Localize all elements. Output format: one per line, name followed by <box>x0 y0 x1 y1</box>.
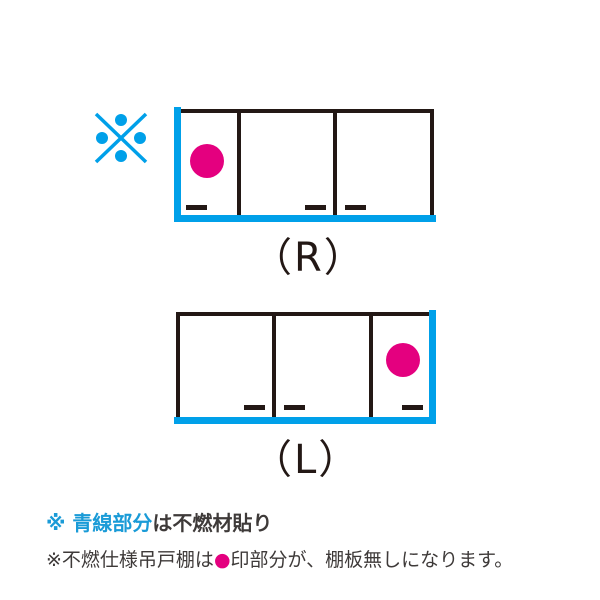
note-text-before: 不燃仕様吊戸棚は <box>61 549 214 571</box>
door-handle-icon <box>244 405 265 410</box>
cabinet-l-noncombustible-right <box>429 310 436 424</box>
door-handle-icon <box>402 405 423 410</box>
pink-dot-icon: ● <box>213 549 231 571</box>
cabinet-r-noncombustible-bottom <box>174 215 436 222</box>
note-no-shelf: ※不燃仕様吊戸棚は●印部分が、棚板無しになります。 <box>46 551 513 570</box>
no-shelf-marker-icon <box>190 144 224 178</box>
note-noncombustible: ※ 青線部分は不燃材貼り <box>46 513 272 533</box>
cabinet-r-divider <box>333 109 337 217</box>
note-text-after: 印部分が、棚板無しになります。 <box>230 549 514 571</box>
cabinet-r-label: （R） <box>252 235 366 281</box>
door-handle-icon <box>345 205 366 210</box>
door-handle-icon <box>305 205 326 210</box>
no-shelf-marker-icon <box>386 343 420 377</box>
reference-mark-icon <box>94 112 148 164</box>
cabinet-l-divider <box>369 312 373 420</box>
cabinet-l-divider <box>272 312 276 420</box>
door-handle-icon <box>284 405 305 410</box>
cabinet-r-divider <box>237 109 241 217</box>
cabinet-l-top-edge <box>176 312 432 316</box>
note-text: は不燃材貼り <box>152 511 273 535</box>
door-handle-icon <box>186 205 207 210</box>
cabinet-r-noncombustible-left <box>174 107 181 222</box>
cabinet-l-left-edge <box>176 312 180 420</box>
cabinet-r-right-edge <box>430 109 434 217</box>
note-highlight-blue-lines: 青線部分 <box>72 511 153 535</box>
cabinet-l-label: （L） <box>252 437 361 483</box>
note-mark: ※ <box>46 511 73 535</box>
cabinet-l-noncombustible-bottom <box>174 417 436 424</box>
note-mark: ※ <box>46 549 62 571</box>
cabinet-r-top-edge <box>178 109 434 113</box>
